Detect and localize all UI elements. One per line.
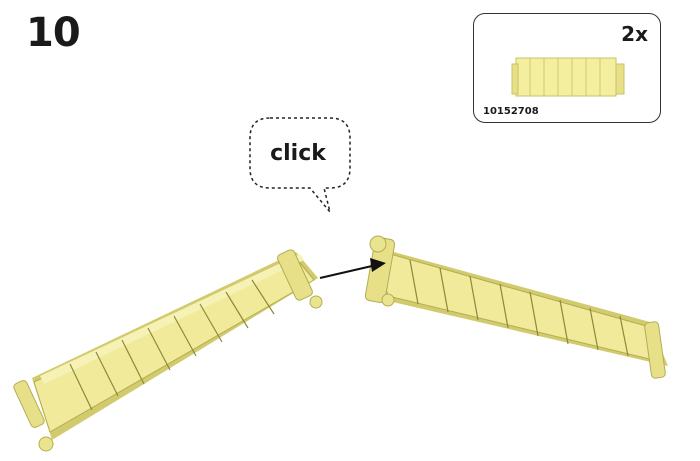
part-quantity: 2x [621,22,648,46]
click-callout-text: click [270,140,326,166]
part-thumbnail-icon [511,57,625,97]
right-ramp-part [364,235,668,379]
left-ramp-part [13,249,323,452]
step-number: 10 [26,10,81,56]
part-id: 10152708 [483,106,539,117]
speech-bubble-icon [249,117,351,213]
connect-arrow-icon [319,258,386,279]
parts-callout-box: 2x 10152708 [473,13,661,123]
